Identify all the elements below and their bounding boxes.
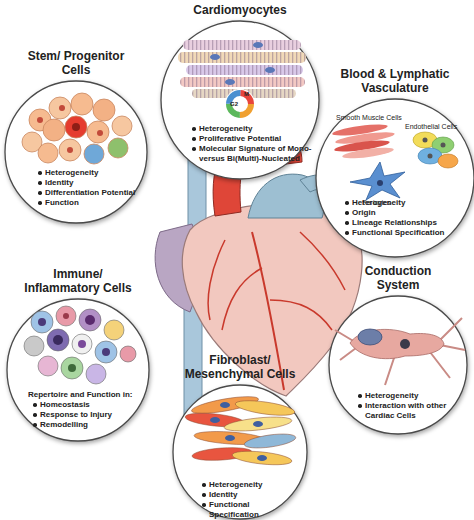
bullet-list: HeterogeneityIdentityDifferentiation Pot… [38,168,138,208]
bullet-item: Functional Specification [209,500,297,520]
bullet-item: Function [45,198,138,208]
bullet-list: HeterogeneityIdentityFunctional Specific… [202,480,297,520]
circle-border [329,296,467,434]
cell-type-circle: Fibroblast/ Mesenchymal CellsHeterogenei… [172,384,308,520]
cell-type-circle: Conduction SystemHeterogeneityInteractio… [328,295,468,435]
bullet-item: Origin [352,208,465,218]
circle-title: Conduction System [356,264,441,292]
circle-title: Stem/ Progenitor Cells [26,49,126,77]
bullet-item: Lineage Relationships [352,218,465,228]
pericyte-cell [350,162,405,200]
stem-cell-cluster [22,93,132,164]
bullet-item: Homeostasis [40,400,146,410]
cardiomyocyte-fibers [178,40,306,98]
bullet-item: Heterogeneity [45,168,138,178]
smooth-muscle-cells [332,122,396,160]
cell-cycle-wheel [225,89,255,119]
bullet-item: Interaction with other Cardiac Cells [365,401,458,421]
conduction-cell [335,318,465,385]
circle-title: Cardiomyocytes [170,3,310,17]
circle-border [7,299,149,441]
circle-border [316,99,474,257]
bullet-item: Heterogeneity [352,198,465,208]
bullet-item: Molecular Signature of Mono- versus Bi(M… [199,144,314,164]
cell-type-circle: Stem/ Progenitor CellsHeterogeneityIdent… [4,80,148,224]
circle-border [161,21,319,179]
immune-cells [24,306,136,384]
bullet-item: Identity [45,178,138,188]
circle-outline [172,384,308,520]
bullet-list: HeterogeneityInteraction with other Card… [358,391,458,421]
body-text: Repertoire and Function in: [28,390,146,400]
cell-type-circle: CardiomyocytesHeterogeneityProliferative… [160,20,320,180]
circle-border [5,81,147,223]
bullet-item: Functional Specification [352,228,465,238]
bullet-item: Response to Injury [40,410,146,420]
circle-border [173,385,307,519]
bullet-item: Identity [209,490,297,500]
circle-title: Fibroblast/ Mesenchymal Cells [183,353,298,381]
bullet-item: Proliferative Potential [199,134,314,144]
endothelial-cells [413,132,458,168]
bullet-item: Heterogeneity [199,124,314,134]
bullet-item: Heterogeneity [209,480,297,490]
bullet-item: Heterogeneity [365,391,458,401]
bullet-item: Differentiation Potential [45,188,138,198]
fibroblast-cells [185,393,297,467]
bullet-list: HeterogeneityProliferative PotentialMole… [192,124,314,164]
cell-type-circle: Immune/ Inflammatory CellsRepertoire and… [6,298,150,442]
circle-title: Blood & Lymphatic Vasculature [333,67,458,95]
cell-type-circle: Blood & Lymphatic VasculatureHeterogenei… [315,98,474,258]
circle-title: Immune/ Inflammatory Cells [21,267,136,295]
bullet-list: HeterogeneityOriginLineage Relationships… [345,198,465,238]
bullet-list: Repertoire and Function in:HomeostasisRe… [28,390,146,430]
bullet-item: Remodelling [40,420,146,430]
